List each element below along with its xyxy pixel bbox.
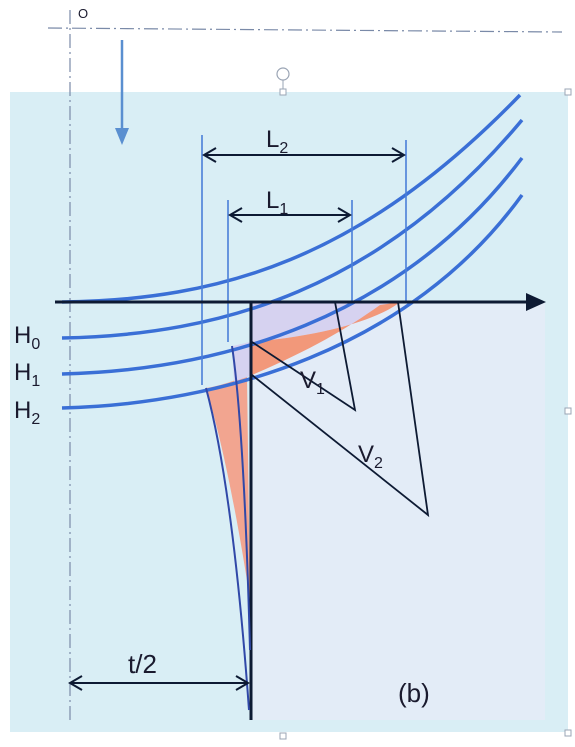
curve-top: [61, 93, 522, 304]
h1-label: H1: [14, 359, 40, 390]
left-profile-region: [206, 376, 250, 600]
v1-label: V1: [300, 367, 325, 398]
panel-label: (b): [398, 678, 430, 708]
l2-label: L2: [266, 126, 288, 157]
load-direction-arrow: [115, 40, 129, 145]
v1-triangle: [251, 301, 357, 412]
resize-handle-bottom-right[interactable]: [564, 729, 572, 737]
curve-h2: [61, 193, 524, 410]
horizontal-axis: [55, 293, 546, 311]
l1-label: L1: [266, 187, 288, 218]
top-reference-line: [47, 27, 563, 33]
v2-label: V2: [358, 441, 383, 472]
curve-h1: [61, 156, 524, 376]
l1-dimension: [228, 207, 352, 223]
left-profile-lavender: [232, 342, 250, 382]
resize-handle-mid-right[interactable]: [564, 407, 572, 415]
rotate-handle-icon[interactable]: [276, 67, 290, 96]
half-width-label: t/2: [128, 649, 157, 679]
half-width-dimension: [68, 675, 250, 691]
l2-dimension: [202, 147, 406, 163]
origin-label: O: [78, 6, 88, 21]
h2-label: H2: [14, 397, 40, 428]
resize-handle-bottom-mid[interactable]: [279, 732, 287, 740]
v2-triangle: [251, 301, 430, 518]
plate-region: [252, 302, 545, 720]
profile-curve-outer: [205, 387, 250, 711]
h0-label: H0: [14, 322, 40, 353]
resize-handle-top-right[interactable]: [564, 88, 572, 96]
curve-h0: [61, 118, 524, 340]
profile-curve-inner: [231, 345, 251, 651]
orange-band-region: [252, 302, 400, 375]
